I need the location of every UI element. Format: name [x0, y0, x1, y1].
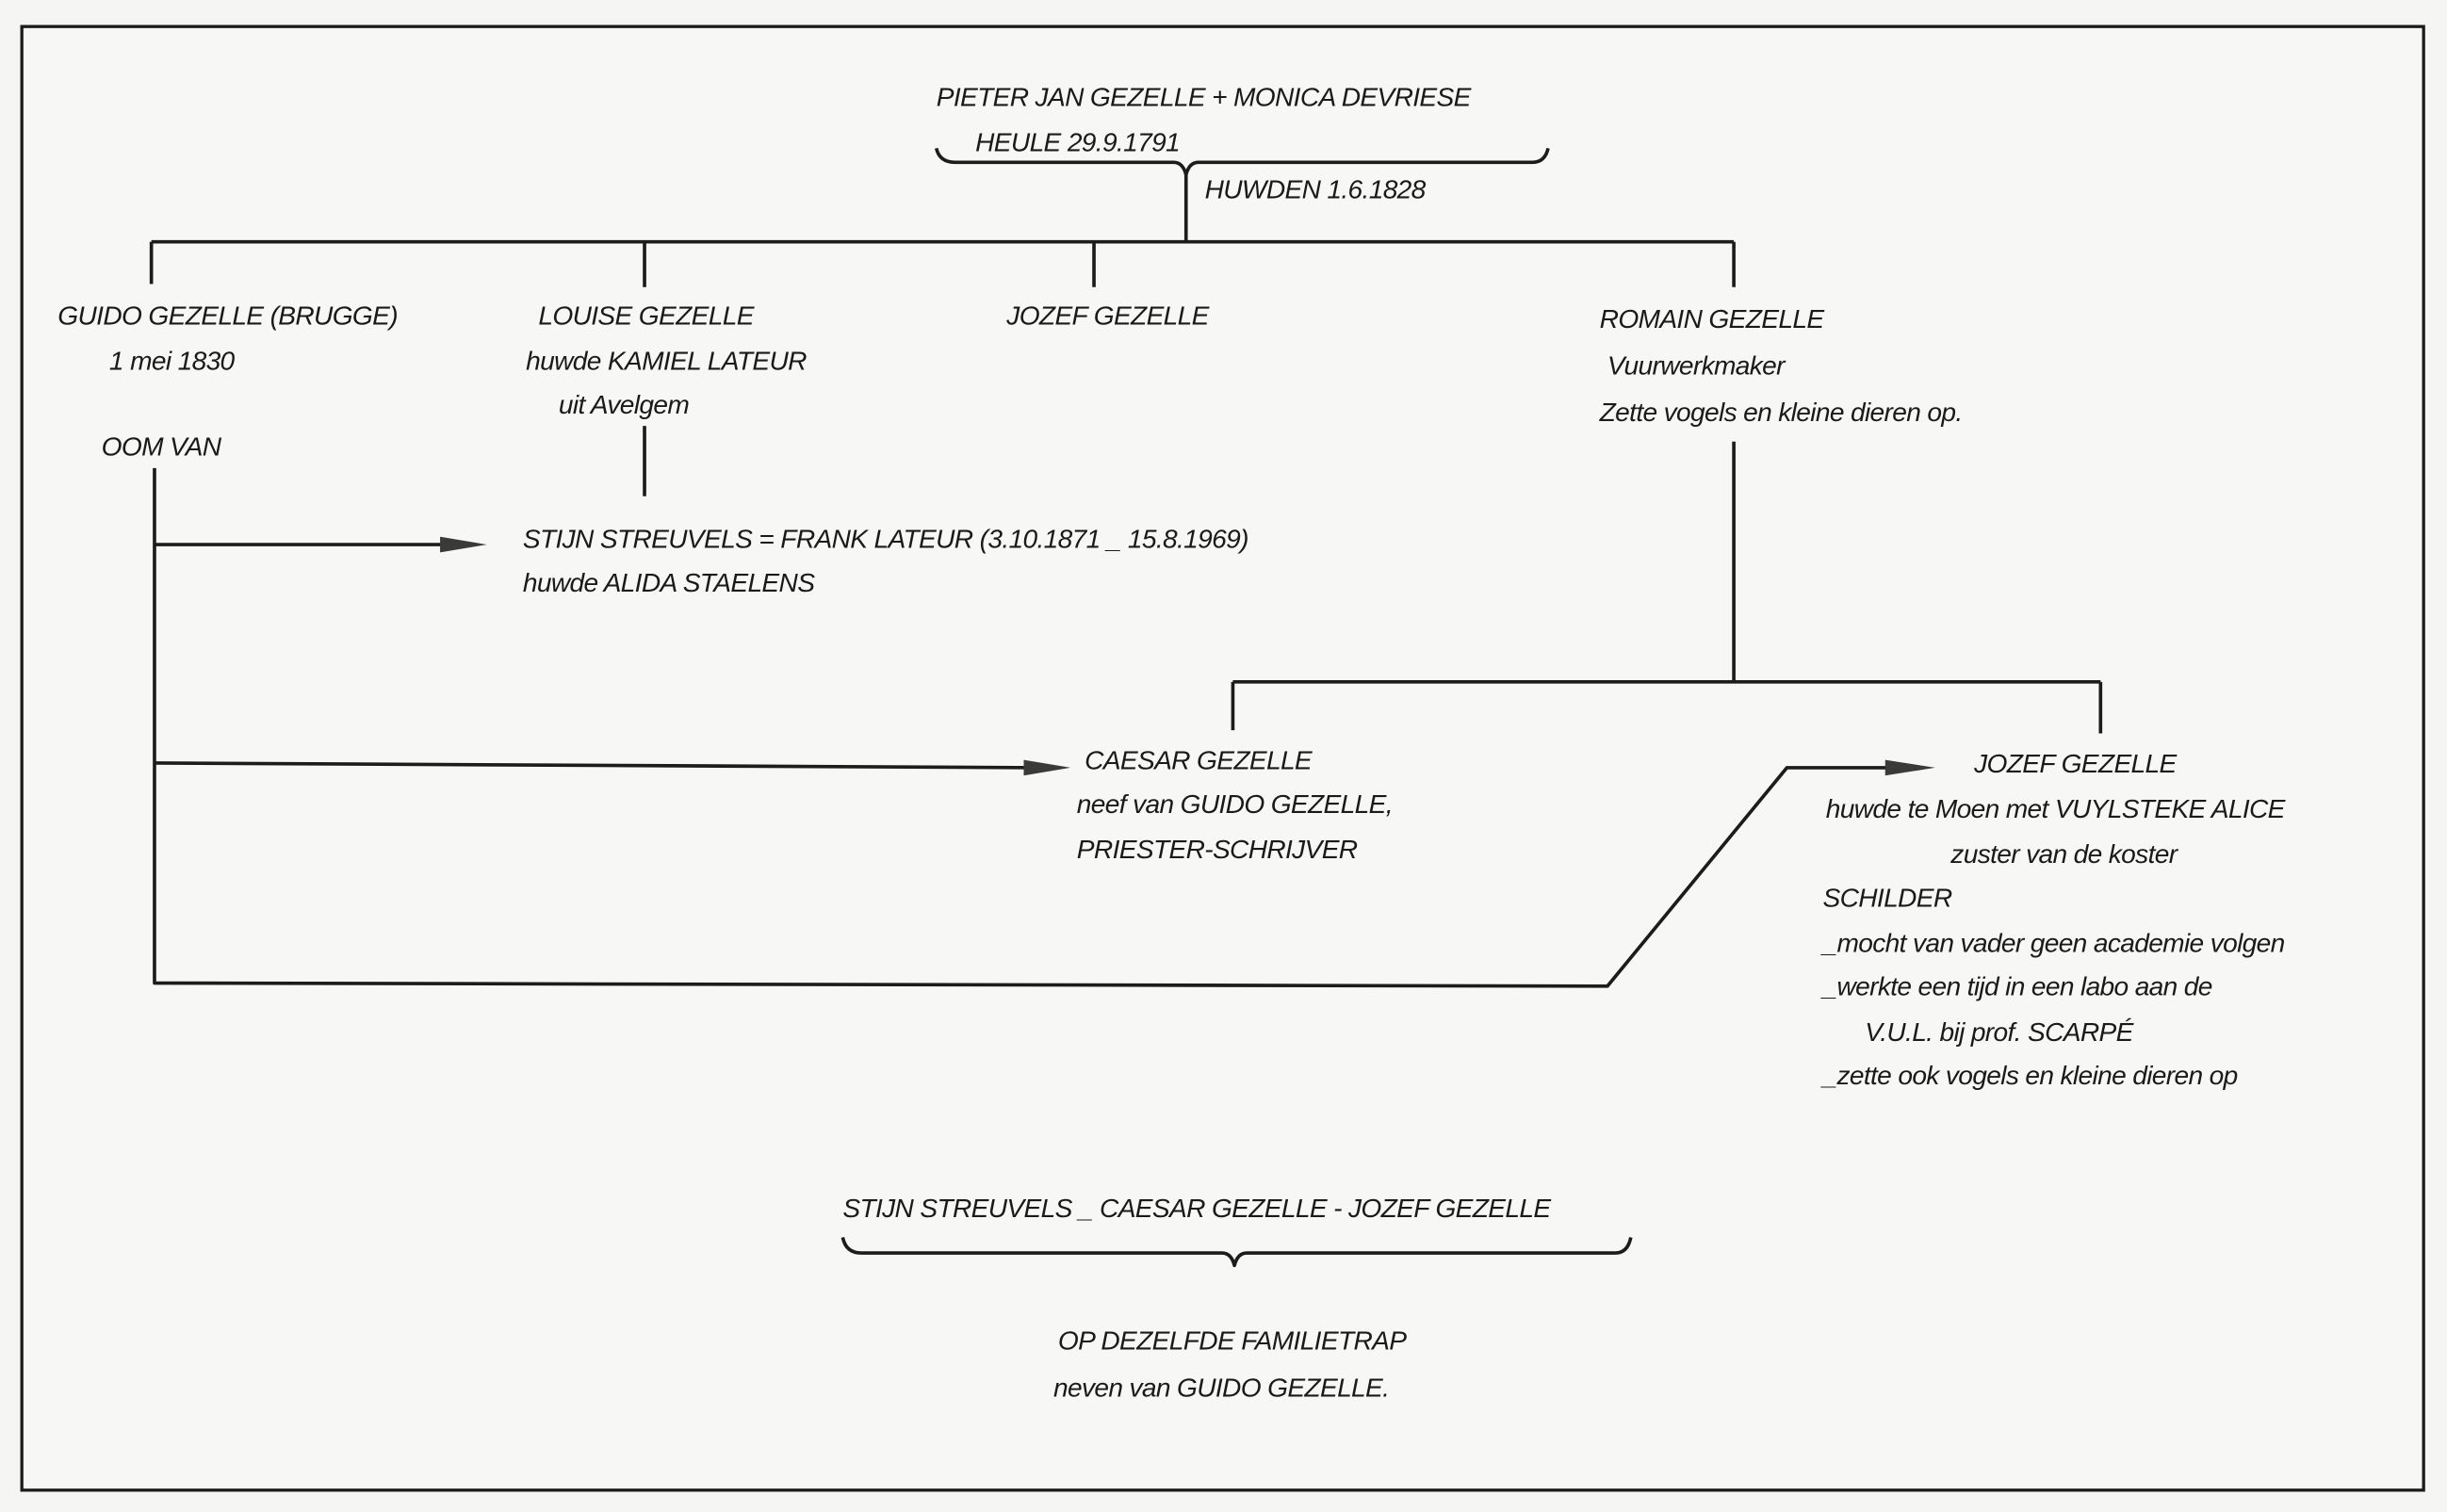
- parents-birth: HEULE 29.9.1791: [975, 128, 1180, 157]
- jozef2-wife-note: zuster van de koster: [1949, 839, 2178, 869]
- arrow-to-caesar-icon: [1023, 759, 1071, 776]
- romain-name: ROMAIN GEZELLE: [1600, 304, 1826, 333]
- louise-name: LOUISE GEZELLE: [538, 301, 755, 331]
- romain-occupation: Vuurwerkmaker: [1607, 351, 1786, 381]
- arrow-to-jozef-icon: [1884, 759, 1935, 776]
- stijn-name: STIJN STREUVELS = FRANK LATEUR (3.10.187…: [523, 524, 1248, 553]
- jozef2-note: _werkte een tijd in een labo aan de: [1820, 972, 2212, 1001]
- marriage-date: HUWDEN 1.6.1828: [1205, 174, 1427, 203]
- diagram-frame: [20, 24, 2425, 1492]
- jozef2-note: _mocht van vader geen academie volgen: [1820, 928, 2285, 957]
- guido-note: OOM VAN: [102, 432, 222, 462]
- caesar-name: CAESAR GEZELLE: [1085, 746, 1313, 775]
- romain-children-bar: [1231, 680, 2103, 734]
- guido-birth: 1 mei 1830: [109, 347, 236, 376]
- caesar-relation: neef van GUIDO GEZELLE,: [1077, 789, 1393, 819]
- arrow-to-stijn-icon: [440, 536, 487, 553]
- caesar-occupation: PRIESTER-SCHRIJVER: [1077, 835, 1358, 864]
- romain-note: Zette vogels en kleine dieren op.: [1599, 398, 1963, 427]
- guido-uncle-line: [153, 467, 1892, 988]
- arrow-to-caesar-line: [154, 761, 1038, 770]
- guido-name: GUIDO GEZELLE (BRUGGE): [57, 301, 398, 331]
- summary-brace: [840, 1237, 1633, 1268]
- jozef-name: JOZEF GEZELLE: [1005, 301, 1210, 331]
- jozef2-note: _zette ook vogels en kleine dieren op: [1820, 1061, 2238, 1090]
- jozef2-married: huwde te Moen met VUYLSTEKE ALICE: [1826, 794, 2287, 823]
- summary-line1: OP DEZELFDE FAMILIETRAP: [1058, 1326, 1407, 1356]
- stijn-married: huwde ALIDA STAELENS: [523, 568, 815, 597]
- jozef2-name: JOZEF GEZELLE: [1973, 749, 2178, 778]
- jozef2-occupation: SCHILDER: [1823, 883, 1952, 912]
- summary-names: STIJN STREUVELS _ CAESAR GEZELLE - JOZEF…: [842, 1194, 1552, 1223]
- louise-married: huwde KAMIEL LATEUR: [526, 347, 807, 376]
- summary-line2: neven van GUIDO GEZELLE.: [1053, 1373, 1389, 1402]
- louise-place: uit Avelgem: [559, 390, 689, 419]
- jozef2-note: V.U.L. bij prof. SCARPÉ: [1865, 1017, 2134, 1047]
- parents-names: PIETER JAN GEZELLE + MONICA DEVRIESE: [937, 83, 1473, 112]
